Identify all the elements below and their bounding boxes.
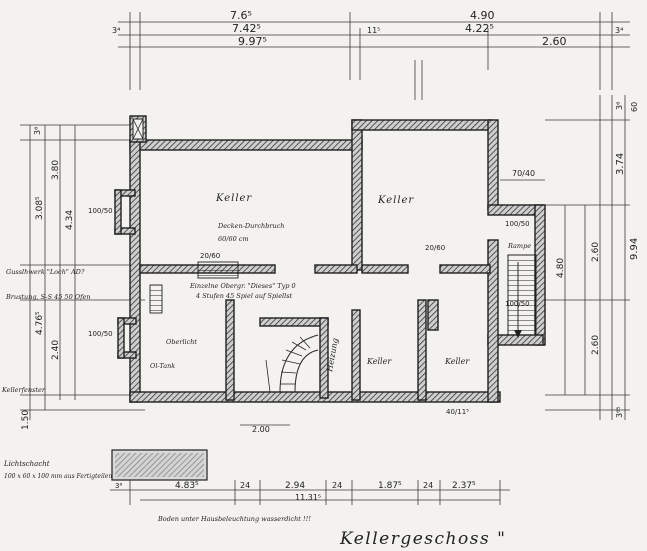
stair-right bbox=[507, 254, 537, 338]
note-7: Oberlicht bbox=[166, 338, 197, 346]
note-5: Gusslhwerk "Loch" AD? bbox=[6, 268, 85, 276]
drawing-title: Kellergeschoss " bbox=[339, 529, 506, 549]
dim-top-2: 4.90 bbox=[470, 9, 495, 22]
dim-right-1: 3.74 bbox=[615, 153, 626, 175]
dim-bottom-5: 1.87⁵ bbox=[378, 481, 402, 491]
top-dimensions: 7.6⁵ 4.90 7.42⁵ 4.22⁵ 9.97⁵ 2.60 3⁴ 11⁵ … bbox=[112, 9, 630, 100]
dim-left-6: 1.50 bbox=[21, 410, 31, 430]
dim-top-5: 9.97⁵ bbox=[238, 35, 267, 48]
note-3: Einzelne Obergr. "Dieses" Typ 0 bbox=[189, 282, 296, 290]
dim-left-4: 4.76⁵ bbox=[35, 311, 45, 335]
dim-top-8: 11⁵ bbox=[367, 26, 380, 35]
dim-top-9: 3⁴ bbox=[615, 26, 623, 35]
window-label-8: 40/11⁵ bbox=[446, 408, 469, 416]
dim-left-7: 3⁶ bbox=[33, 127, 42, 135]
dim-left-5: 2.40 bbox=[51, 340, 61, 360]
dim-right-5: 2.60 bbox=[591, 335, 601, 355]
window-labels: 100/50 100/50 100/50 100/50 20/60 20/60 … bbox=[88, 169, 545, 416]
dim-right-8: 60 bbox=[630, 102, 639, 112]
note-11: Ol-Tank bbox=[150, 362, 175, 370]
dim-bottom-7: 2.37⁵ bbox=[452, 481, 476, 491]
dim-right-7: 3⁶⁵ bbox=[615, 406, 624, 418]
window-label-4: 100/50 bbox=[505, 300, 530, 308]
light-well bbox=[111, 449, 208, 481]
dim-bottom-1: 4.83⁵ bbox=[175, 481, 199, 491]
dim-bottom-2: 24 bbox=[240, 481, 250, 490]
dim-bottom-9: 2.00 bbox=[252, 425, 270, 434]
dim-bottom-3: 2.94 bbox=[285, 481, 305, 491]
left-dimensions: 3.08⁵ 3.80 4.34 4.76⁵ 2.40 1.50 3⁶ bbox=[20, 124, 145, 430]
note-10: Boden unter Hausbeleuchtung wasserdicht … bbox=[157, 515, 311, 523]
dim-bottom-10: 3⁶ bbox=[115, 482, 122, 490]
room-label-keller-4: Keller bbox=[444, 357, 470, 366]
dim-top-4: 4.22⁵ bbox=[465, 22, 494, 35]
note-13: Rampe bbox=[507, 242, 531, 250]
annotations: Decken-Durchbruch 60/60 cm Einzelne Ober… bbox=[1, 222, 531, 523]
window-label-6: 20/60 bbox=[200, 252, 220, 260]
dim-right-3: 4.80 bbox=[556, 258, 566, 278]
stair-small-left bbox=[149, 261, 239, 314]
window-label-5: 20/60 bbox=[425, 244, 445, 252]
dim-bottom-6: 24 bbox=[423, 481, 433, 490]
note-4: 4 Stufen 45 Spiel auf Spiellst bbox=[195, 292, 293, 300]
window-label-3: 100/50 bbox=[505, 220, 530, 228]
dim-right-6: 3⁶ bbox=[615, 102, 624, 110]
dim-top-6: 2.60 bbox=[542, 35, 567, 48]
dim-left-2: 3.80 bbox=[51, 160, 61, 180]
note-1: Decken-Durchbruch bbox=[217, 222, 284, 230]
note-12: Kellerfenster bbox=[1, 386, 46, 394]
room-label-keller-1: Keller bbox=[215, 193, 252, 204]
dim-bottom-8: 11.31⁵ bbox=[295, 493, 321, 502]
bottom-dimensions: 4.83⁵ 24 2.94 24 1.87⁵ 24 2.37⁵ 11.31⁵ 2… bbox=[110, 424, 510, 505]
note-2: 60/60 cm bbox=[218, 235, 249, 243]
dim-left-1: 3.08⁵ bbox=[35, 196, 45, 220]
window-label-7: 70/40 bbox=[512, 169, 535, 178]
dim-top-3: 7.42⁵ bbox=[232, 22, 261, 35]
note-8: Lichtschacht bbox=[3, 460, 50, 468]
note-6: Brustung, S-S 45 50 Ofen bbox=[5, 293, 91, 301]
room-label-keller-3: Keller bbox=[366, 357, 392, 366]
window-label-1: 100/50 bbox=[88, 207, 113, 215]
note-9: 100 x 60 x 100 mm aus Fertigteilen bbox=[4, 473, 112, 480]
room-label-keller-2: Keller bbox=[377, 195, 414, 206]
dim-right-4: 2.60 bbox=[591, 242, 601, 262]
dim-left-3: 4.34 bbox=[65, 210, 75, 230]
dim-right-2: 9.94 bbox=[629, 238, 640, 260]
stair-spiral bbox=[265, 334, 319, 393]
dim-top-1: 7.6⁵ bbox=[230, 9, 252, 22]
walls bbox=[114, 115, 546, 403]
window-label-2: 100/50 bbox=[88, 330, 113, 338]
dim-bottom-4: 24 bbox=[332, 481, 342, 490]
right-dimensions: 3.74 9.94 4.80 2.60 2.60 3⁶ 3⁶⁵ 60 bbox=[545, 95, 640, 420]
dim-top-7: 3⁴ bbox=[112, 26, 120, 35]
